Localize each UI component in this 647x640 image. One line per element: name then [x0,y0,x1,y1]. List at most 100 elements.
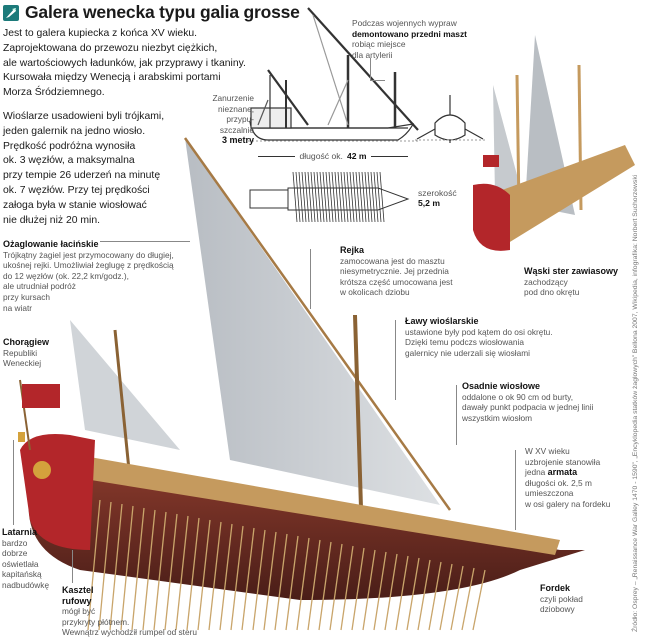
sterncastle-title: rufowy [62,595,92,606]
oar [322,171,328,223]
oar [153,511,167,631]
rudder-annotation: Wąski ster zawiasowy zachodzący pod dno … [524,266,644,298]
oar [351,547,365,631]
cannon-annotation: W XV wieku uzbrojenie stanowiła jedna ar… [525,446,645,510]
lateen-line: przy kursach [3,291,51,302]
yard-title: Rejka [340,245,365,255]
oar [164,513,178,631]
yard-line: niesymetrycznie. Jej przednia [340,266,449,277]
rowers-line: nie dłużej niż 20 min. [3,214,101,226]
lantern-line: kapitańską [2,569,42,580]
oar [379,171,385,223]
oar [292,171,298,223]
forecastle-title: Fordek [540,583,571,593]
rowers-line: Wioślarze usadowieni byli trójkami, [3,111,165,122]
oar [87,499,101,631]
forecastle-annotation: Fordek czyli pokład dziobowy [540,583,620,615]
foremast-line: robiąc miejsce [352,39,406,50]
oar [304,171,310,223]
leader-line [515,450,516,530]
lantern-line: bardzo [2,537,28,548]
oar [439,563,453,631]
leader-line [100,241,190,242]
emblem [33,461,51,479]
leader-line [370,80,385,81]
benches-line: ustawione były pod kątem do osi okrętu. [405,326,553,337]
lateen-annotation: Ożaglowanie łacińskie Trójkątny żagiel j… [3,239,203,313]
oar [120,505,134,631]
main-yard [183,137,452,511]
side-view-drawing [248,7,419,142]
leader-line [456,385,457,445]
yard-annotation: Rejka zamocowana jest do masztu niesymet… [340,245,510,298]
oar [307,539,321,631]
draft-line: nieznane, [218,103,254,114]
intro-line: Jest to galera kupiecka z końca XV wieku… [3,28,198,39]
oar [252,529,266,631]
draft-line: Zanurzenie [212,93,254,103]
cannon-line: W XV wieku [525,446,570,456]
oar [295,171,301,223]
rowers-line: ok. 7 węzłów. Przy tej prędkości [3,184,150,196]
lantern-line: nadbudówkę [2,579,50,590]
oar [142,509,156,631]
lantern-title: Latarnia [2,527,38,537]
width-value: 5,2 m [418,198,440,208]
leader-line [310,249,311,309]
oar [296,537,310,631]
logo-icon [3,4,19,21]
oar [384,553,398,631]
foremast-annotation: Podczas wojennych wypraw demontowano prz… [352,18,467,60]
leader-line [395,320,396,400]
oar [208,521,222,631]
rowers-line: Prędkość podróżna wynosiła [3,140,136,152]
intro-text: Jest to galera kupiecka z końca XV wieku… [3,27,253,101]
oar [175,515,189,631]
sterncastle-annotation: Kasztel rufowy mógł być przykryty płótne… [62,585,282,638]
oar [274,533,288,631]
top-view-drawing [249,171,410,223]
leader-line [370,58,371,80]
lateen-line: ale utrudniał podróż [3,281,76,292]
foremast-line: Podczas wojennych wypraw [352,18,457,28]
oars [87,499,486,631]
oar [352,171,358,223]
intro-line: ale wartościowych ładunków, jak przypraw… [3,57,246,69]
rudder-title: Wąski ster zawiasowy [524,266,619,276]
oar [361,171,367,223]
deck [50,450,560,555]
cannon-line: jedna [525,467,548,478]
main-mast [353,314,364,541]
oar [367,171,373,223]
flag-title: Chorągiew [3,337,50,347]
width-dimension: szerokość 5,2 m [418,188,457,208]
oar [461,567,475,631]
mizzen-sail [70,320,180,450]
forecastle-line: czyli pokład [540,593,583,604]
oar [406,557,420,631]
oar [263,531,277,631]
length-value: 42 m [346,151,367,161]
benches-line: galernicy nie uderzali się wiosłami [405,347,530,358]
oar [285,535,299,631]
arrow-line [370,155,409,157]
oar [328,171,334,223]
oar [307,171,313,223]
lateen-line: Trójkątny żagiel jest przymocowany do dł… [3,249,174,260]
leader-line [72,550,73,583]
oar [131,507,145,631]
arrow-line [258,155,296,157]
lateen-line: na wiatr [3,302,33,313]
oar [334,171,340,223]
width-label: szerokość [418,188,457,198]
foremast-bold: demontowano przedni maszt [352,28,467,39]
oar [472,569,486,631]
outrigger-annotation: Osadnie wiosłowe oddalone o ok 90 cm od … [462,381,642,423]
oar [428,561,442,631]
outrigger-line: oddalone o ok 90 cm od burty, [462,391,574,402]
cannon-line: w osi galery na fordeku [525,498,611,509]
lantern-line: oświetlała [2,558,39,569]
oar [319,171,325,223]
lantern-annotation: Latarnia bardzo dobrze oświetlała kapita… [2,527,62,591]
outrigger-line: wszystkim wiosłom [462,412,533,423]
